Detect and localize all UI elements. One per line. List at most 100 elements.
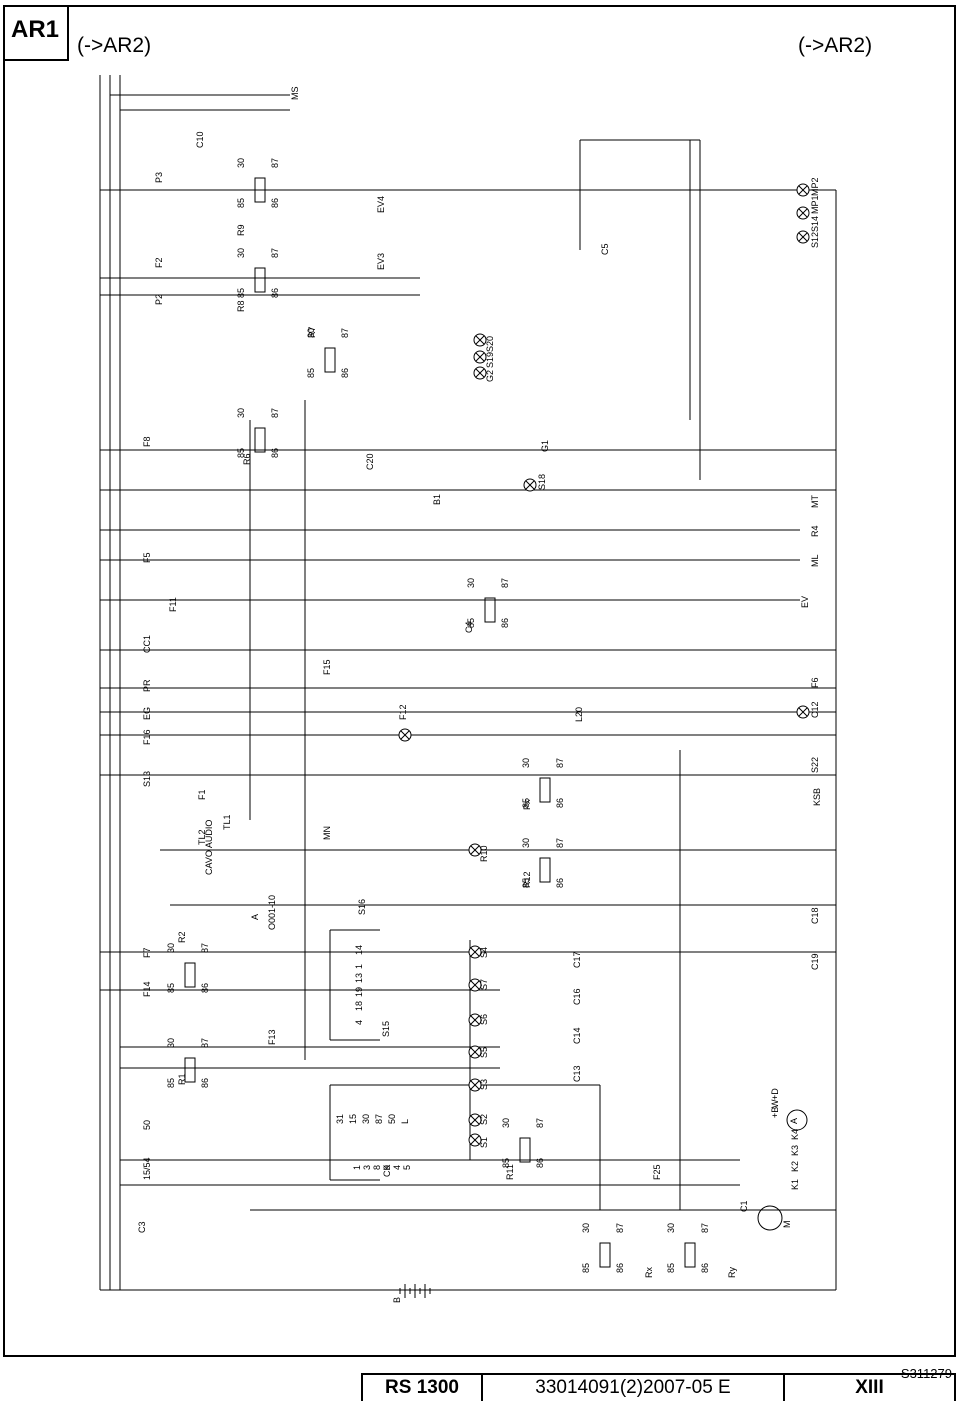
relay-pin-label: 87 [615, 1223, 625, 1233]
relay-pin-label: 86 [700, 1263, 710, 1273]
component-label: F7 [142, 947, 152, 958]
component-label: CAVO AUDIO [204, 820, 214, 875]
relay-pin-label: 85 [581, 1263, 591, 1273]
component-label: S5 [479, 1047, 489, 1058]
component-label: C3 [137, 1221, 147, 1233]
relay-pin-label: 87 [200, 943, 210, 953]
component-label: EV4 [376, 196, 386, 213]
component-label: C20 [365, 453, 375, 470]
component-label: C14 [572, 1027, 582, 1044]
component-label: L20 [574, 707, 584, 722]
component-label: C18 [810, 907, 820, 924]
relay-pin-label: 85 [501, 1158, 511, 1168]
relay-coil [599, 1242, 611, 1268]
component-label: B [392, 1297, 402, 1303]
components: 85 86 30 87 85 86 30 87 85 86 30 87 85 86 30 87 85 86 30 87… [166, 158, 810, 1273]
relay-pin-label: 86 [270, 448, 280, 458]
relay-coil [254, 427, 266, 453]
sheet-frame [3, 5, 956, 1357]
relay-pin-label: 85 [666, 1263, 676, 1273]
component-label: ML [810, 554, 820, 567]
component-label: S3 [479, 1079, 489, 1090]
connector-s15-pin: 18 [354, 1001, 364, 1011]
relay-coil [484, 597, 496, 623]
relay-pin-label: 87 [500, 578, 510, 588]
component-label: MP2 [810, 177, 820, 196]
relay-pin-label: 30 [521, 758, 531, 768]
relay-pin-label: 87 [200, 1038, 210, 1048]
relay-pin-label: 86 [535, 1158, 545, 1168]
model-name: RS 1300 [363, 1375, 483, 1401]
relay-pin-label: 30 [666, 1223, 676, 1233]
relay-pin-label: 85 [521, 878, 531, 888]
relay-coil [684, 1242, 696, 1268]
component-label: C1 [739, 1200, 749, 1212]
component-label: S20 [485, 336, 495, 352]
component-label: TL2 [197, 829, 207, 845]
component-label: S13 [142, 771, 152, 787]
component-label: S7 [479, 979, 489, 990]
lamp-symbol [796, 183, 810, 197]
relay-coil [519, 1137, 531, 1163]
connector-ck-label: 50 [387, 1114, 397, 1124]
relay-pin-label: 86 [270, 198, 280, 208]
component-label: EG [142, 707, 152, 720]
component-label: S6 [479, 1014, 489, 1025]
lamp-symbol [473, 350, 487, 364]
component-label: G2 [485, 370, 495, 382]
component-label: R4 [810, 525, 820, 537]
connector-ck-pin: 9 [382, 1165, 392, 1170]
relay-pin-label: 30 [581, 1223, 591, 1233]
lamp-symbol [468, 945, 482, 959]
relay-coil [539, 857, 551, 883]
page-number: XIII [855, 1377, 884, 1398]
component-label: S1 [479, 1137, 489, 1148]
component-label: R9 [236, 224, 246, 236]
component-label: R6 [242, 453, 252, 465]
relay-coil [184, 962, 196, 988]
component-label: S14 [810, 216, 820, 232]
ref-right: (->AR2) [798, 34, 873, 57]
component-label: P3 [154, 172, 164, 183]
component-label: R7 [307, 326, 317, 338]
connector-ck-pin: 3 [362, 1165, 372, 1170]
component-label: F15 [322, 659, 332, 675]
connector-s15-pin: 1 [354, 964, 364, 969]
relay-pin-label: 86 [555, 798, 565, 808]
component-label: S2 [479, 1114, 489, 1125]
component-label: +D [770, 1088, 780, 1100]
relay-pin-label: 30 [466, 578, 476, 588]
component-label: KSB [812, 788, 822, 806]
sheet-id-box [3, 5, 69, 61]
component-label: +B [770, 1107, 780, 1118]
connector-ck-label: 30 [361, 1114, 371, 1124]
relay-pin-label: 85 [306, 368, 316, 378]
relay-pin-label: 86 [615, 1263, 625, 1273]
component-label: MT [810, 495, 820, 508]
component-label: F16 [142, 729, 152, 745]
component-label: MS [290, 87, 300, 101]
battery-symbol [399, 1284, 431, 1298]
component-label: F8 [142, 436, 152, 447]
ammeter-symbol [786, 1109, 808, 1131]
wires [99, 75, 837, 1291]
component-label: S15 [381, 1021, 391, 1037]
connector-ck-label: L [400, 1119, 410, 1124]
component-label: B1 [432, 494, 442, 505]
connector-ck-pin: 1 [352, 1165, 362, 1170]
connector-ck-label: 15 [348, 1114, 358, 1124]
ref-left: (->AR2) [77, 34, 152, 57]
component-label: 50 [142, 1120, 152, 1130]
relay-pin-label: 85 [236, 198, 246, 208]
relay-pin-label: 85 [466, 618, 476, 628]
lamp-symbol [468, 843, 482, 857]
lamp-symbol [398, 728, 412, 742]
relay-pin-label: 87 [340, 328, 350, 338]
connector-ck-pin: 8 [372, 1165, 382, 1170]
relay-coil [539, 777, 551, 803]
lamp-symbol [468, 978, 482, 992]
relay-pin-label: 30 [306, 328, 316, 338]
component-label: F13 [267, 1029, 277, 1045]
component-label: F11 [168, 597, 178, 612]
relay-pin-label: 30 [236, 408, 246, 418]
